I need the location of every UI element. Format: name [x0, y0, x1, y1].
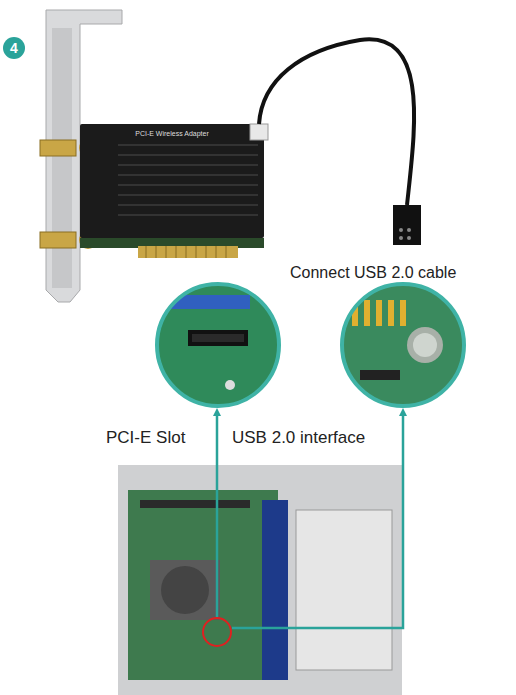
instruction-label: Connect USB 2.0 cable	[290, 264, 456, 282]
part-label: USB 2.0 interface	[232, 428, 365, 448]
step-badge	[3, 37, 25, 59]
step-number: 4	[10, 40, 18, 56]
pcie-zoom	[150, 280, 290, 410]
leader-arrows	[217, 412, 403, 628]
wireless-card	[80, 124, 268, 258]
card-label: PCI-E Wireless Adapter	[135, 130, 209, 138]
usb-header-zoom	[335, 280, 475, 410]
part-label: PCI-E Slot	[106, 428, 185, 448]
pc-interior	[118, 465, 402, 695]
usb-cable	[259, 39, 421, 245]
highlight-ring	[203, 618, 231, 646]
